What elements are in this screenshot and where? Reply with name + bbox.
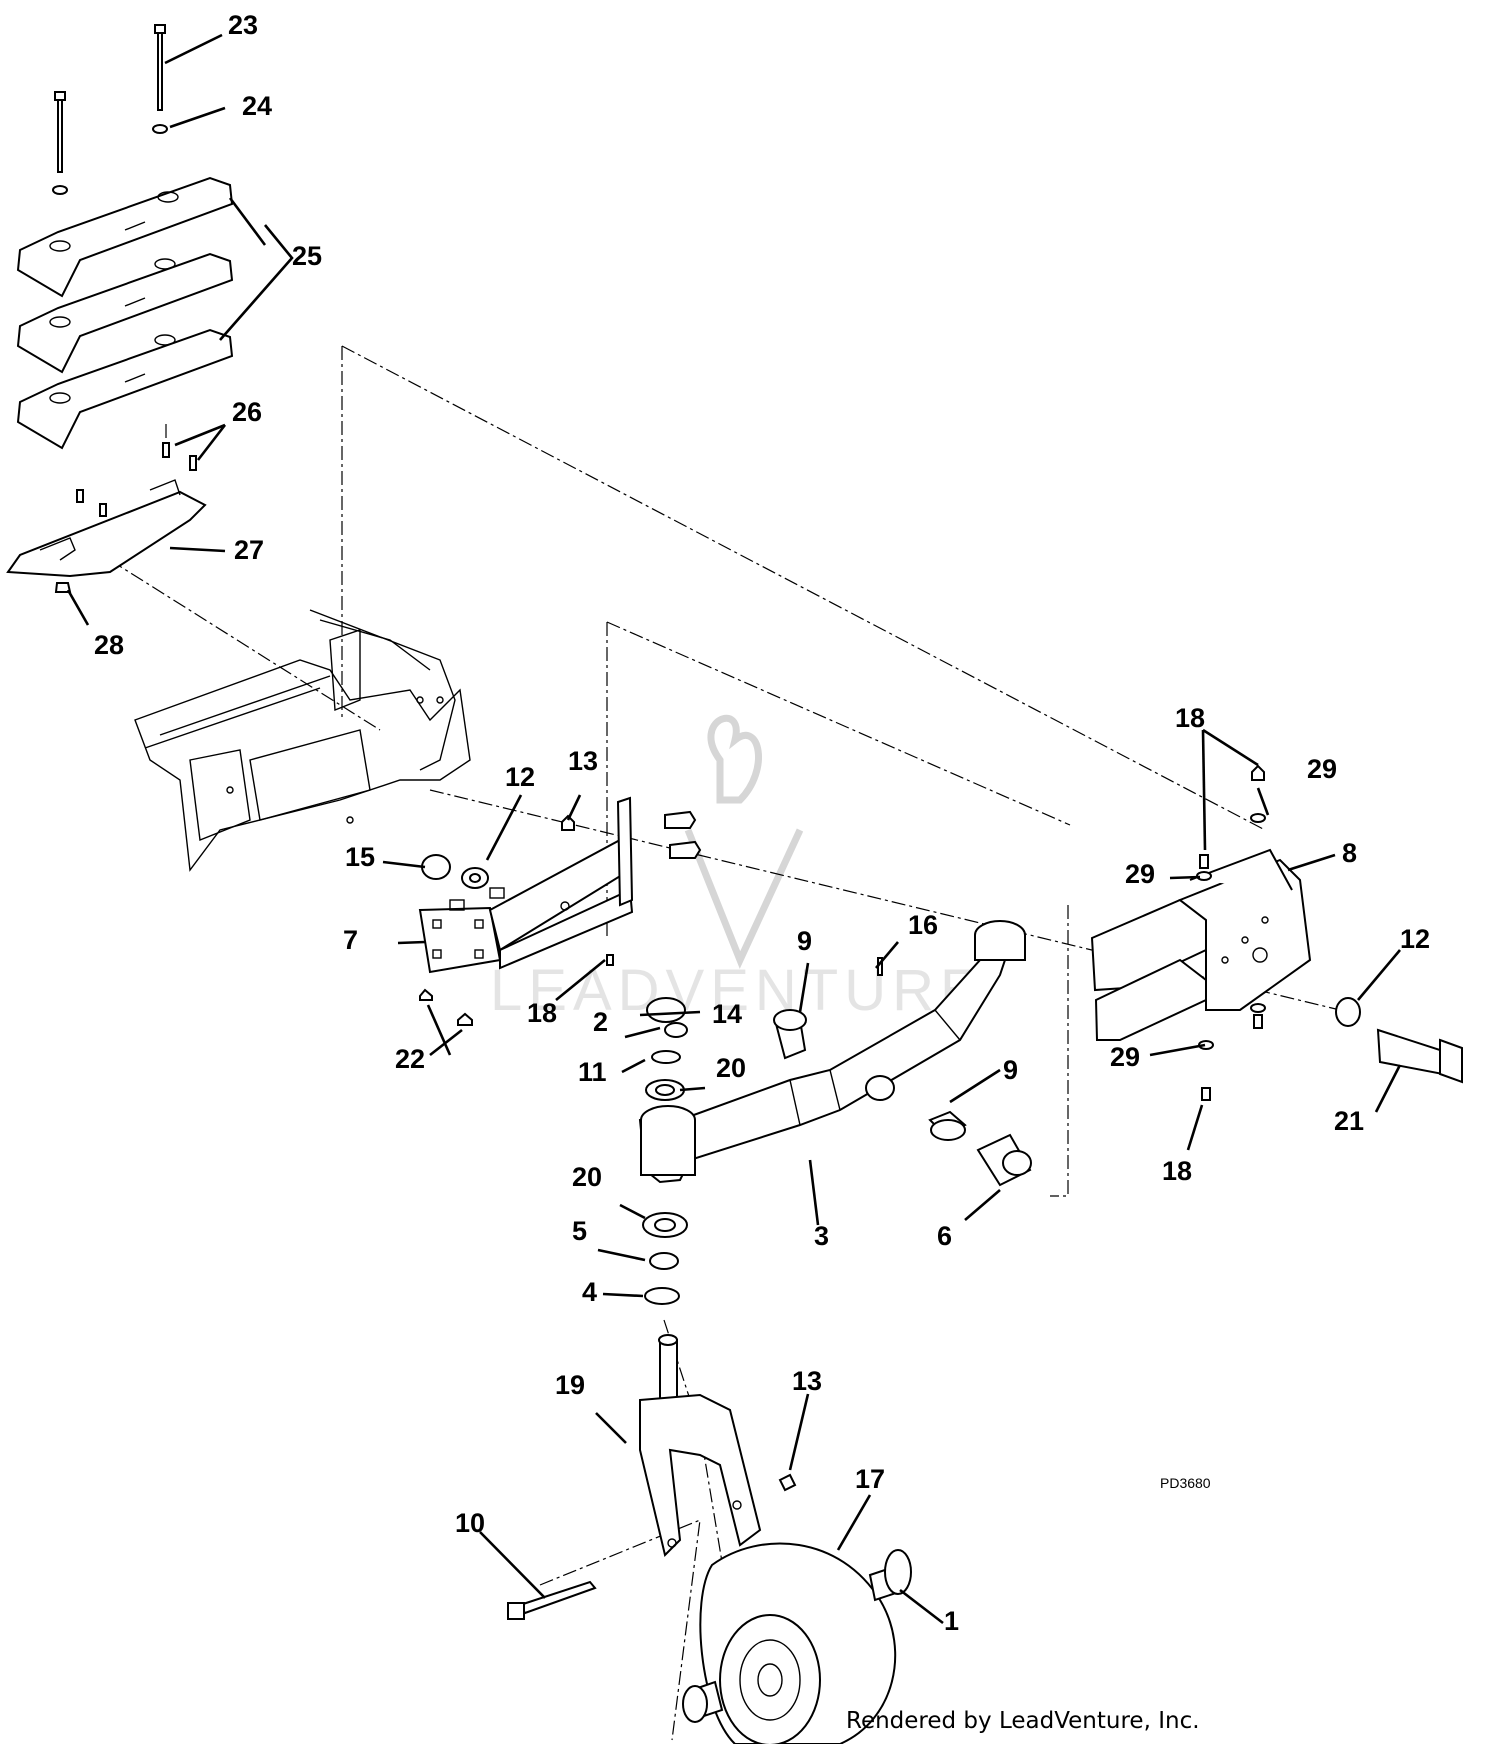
- callout-6: 6: [937, 1221, 952, 1251]
- callout-13-bottom: 13: [792, 1366, 822, 1396]
- svg-text:LEADVENTURE: LEADVENTURE: [490, 958, 985, 1023]
- callout-21: 21: [1334, 1106, 1364, 1136]
- caster-fork: [639, 1334, 762, 1557]
- leader-lines: [66, 33, 1402, 1625]
- caster-wheel: [682, 1473, 912, 1744]
- callout-10: 10: [455, 1508, 485, 1538]
- callout-18-left: 18: [527, 998, 557, 1028]
- front-axle: [638, 920, 1026, 1184]
- callout-24: 24: [242, 91, 272, 121]
- callout-29-bottom: 29: [1110, 1042, 1140, 1072]
- callout-27: 27: [234, 535, 264, 565]
- front-bracket-right: [1090, 848, 1312, 1041]
- weight-bracket: [6, 442, 207, 593]
- bushings: [642, 997, 1032, 1305]
- axle-bolt: [507, 1580, 597, 1620]
- callout-28: 28: [94, 630, 124, 660]
- callout-18-bottom: 18: [1162, 1156, 1192, 1186]
- callout-7: 7: [343, 925, 358, 955]
- callout-2: 2: [593, 1007, 608, 1037]
- callout-8: 8: [1342, 838, 1357, 868]
- callout-12-left: 12: [505, 762, 535, 792]
- callout-3: 3: [814, 1221, 829, 1251]
- callout-18-top: 18: [1175, 703, 1205, 733]
- callout-16: 16: [908, 910, 938, 940]
- callout-29-mid: 29: [1125, 859, 1155, 889]
- callout-15: 15: [345, 842, 375, 872]
- callout-12-right: 12: [1400, 924, 1430, 954]
- drawing-id: PD3680: [1160, 1475, 1211, 1491]
- callout-25: 25: [292, 241, 322, 271]
- tractor-frame: [134, 609, 471, 872]
- weight-bar-middle: [16, 252, 234, 374]
- weight-bar-bottom: [16, 328, 234, 450]
- fasteners: [419, 764, 1463, 1101]
- leadventure-watermark: LEADVENTURE: [490, 714, 985, 1023]
- callout-22: 22: [395, 1044, 425, 1074]
- footer-credit: Rendered by LeadVenture, Inc.: [846, 1708, 1200, 1734]
- callout-11: 11: [578, 1057, 607, 1087]
- callout-9-bottom: 9: [1003, 1055, 1018, 1085]
- weight-bar-top: [16, 176, 234, 298]
- callout-17: 17: [855, 1464, 885, 1494]
- callout-23: 23: [228, 10, 258, 40]
- callout-26: 26: [232, 397, 262, 427]
- callout-1: 1: [944, 1606, 959, 1636]
- callout-9-top: 9: [797, 926, 812, 956]
- callout-14: 14: [712, 999, 742, 1029]
- callout-19: 19: [555, 1370, 585, 1400]
- callout-5: 5: [572, 1216, 587, 1246]
- front-bracket-left: [418, 796, 634, 974]
- callout-20-bottom: 20: [572, 1162, 602, 1192]
- weight-stack: [16, 24, 234, 450]
- callout-20-top: 20: [716, 1053, 746, 1083]
- callout-4: 4: [582, 1277, 597, 1307]
- callout-labels: 23 24 25 26 27 28 18 29 29 8 12 13 12 15…: [94, 10, 1430, 1636]
- callout-29-top: 29: [1307, 754, 1337, 784]
- callout-13-top: 13: [568, 746, 598, 776]
- assembly-centerlines: [109, 345, 1341, 1741]
